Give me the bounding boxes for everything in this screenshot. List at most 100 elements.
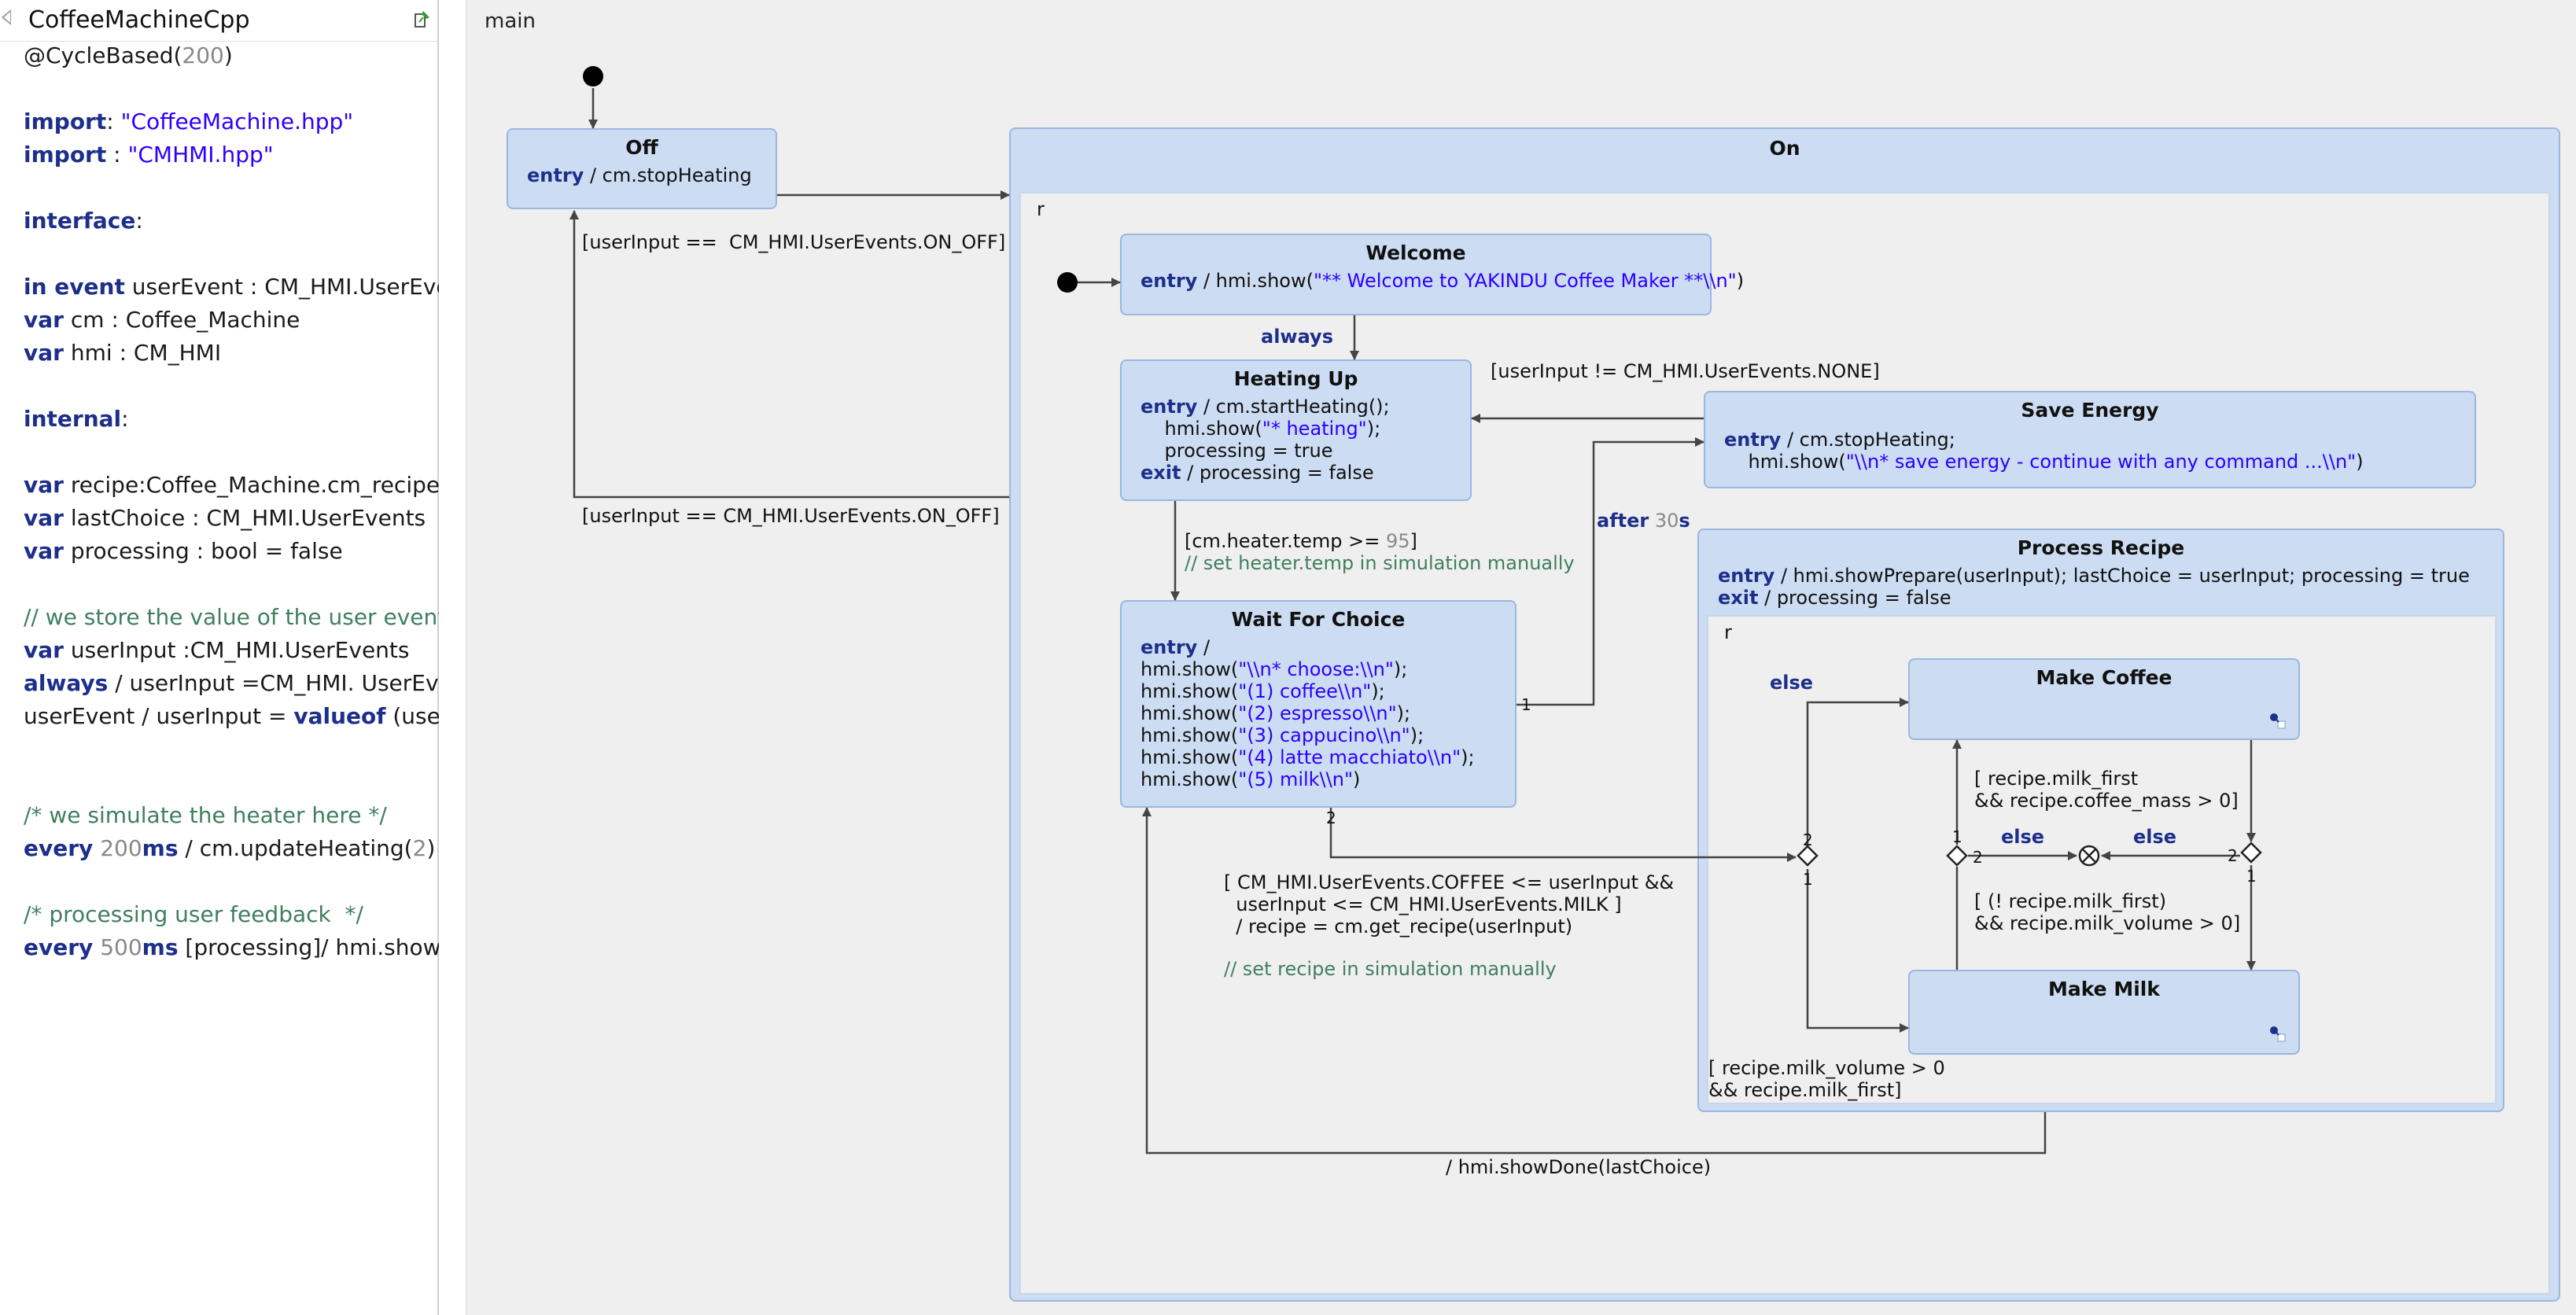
pin-icon[interactable] (414, 8, 433, 30)
state-wait-for-choice[interactable]: Wait For Choice entry /hmi.show("\\n* ch… (1120, 600, 1516, 808)
on-region-label: r (1037, 198, 1045, 220)
action-line: entry / cm.stopHeating; (1724, 429, 1955, 451)
action-line: entry / hmi.showPrepare(userInput); last… (1718, 565, 2470, 587)
definition-code-editor[interactable]: @CycleBased(200) import: "CoffeeMachine.h… (24, 39, 439, 1298)
code-line: @CycleBased(200) (24, 42, 233, 68)
action-line: hmi.show("(1) coffee\\n"); (1141, 680, 1385, 702)
code-line: var recipe:Coffee_Machine.cm_recipe_t (24, 472, 439, 498)
guard-not-milk-first: [ (! recipe.milk_first) && recipe.milk_v… (1974, 890, 2241, 934)
action-line: entry / (1141, 636, 1211, 658)
state-heating-up[interactable]: Heating Up entry / cm.startHeating(); hm… (1120, 359, 1472, 501)
state-welcome[interactable]: Welcome entry / hmi.show("** Welcome to … (1120, 234, 1744, 315)
state-make-coffee[interactable]: Make Coffee (1908, 658, 2300, 740)
code-line: import: "CoffeeMachine.hpp" (24, 109, 354, 134)
code-line: var hmi : CM_HMI (24, 340, 222, 366)
action-line: hmi.show("(3) cappucino\\n"); (1141, 724, 1424, 746)
priority-choice1-coffee: 2 (1803, 831, 1813, 849)
transition-choice-coffee (1806, 698, 1909, 845)
code-line: internal: (24, 406, 129, 432)
process-region-label: r (1724, 621, 1732, 643)
after-unit: s (1679, 510, 1690, 532)
priority-wait-save: 1 (1521, 695, 1531, 714)
priority-choice2-coffee: 1 (1952, 827, 1962, 846)
guard-milk-first: [ recipe.milk_first && recipe.coffee_mas… (1974, 768, 2239, 812)
code-line: always / userInput =CM_HMI. UserEvents (24, 670, 439, 696)
temp-guard-value: 95 (1385, 530, 1410, 552)
action-line: exit / processing = false (1718, 587, 1951, 609)
action-line: exit / processing = false (1141, 462, 1374, 484)
action-line: entry / hmi.show("** Welcome to YAKINDU … (1141, 270, 1745, 292)
choice-node-2 (1946, 845, 1968, 867)
state-welcome-actions: entry / hmi.show("** Welcome to YAKINDU … (1141, 270, 1744, 292)
composite-state-icon (2270, 713, 2286, 729)
temp-guard-close: ] (1410, 530, 1417, 552)
show-done-label: / hmi.showDone(lastChoice) (1446, 1156, 1712, 1178)
code-line: interface: (24, 208, 143, 234)
code-line: var processing : bool = false (24, 538, 343, 564)
composite-state-icon (2270, 1026, 2286, 1042)
priority-choice3-milk: 1 (2246, 867, 2257, 886)
temp-guard-text: [cm.heater.temp >= (1185, 530, 1386, 552)
state-welcome-name: Welcome (1365, 241, 1466, 264)
priority-choice2-exit: 2 (1973, 848, 1983, 867)
action-line: hmi.show("\\n* save energy - continue wi… (1724, 451, 2364, 473)
state-process-recipe-actions: entry / hmi.showPrepare(userInput); last… (1718, 565, 2470, 609)
action-line: hmi.show("(5) milk\\n") (1141, 768, 1361, 790)
state-wait-for-choice-actions: entry /hmi.show("\\n* choose:\\n");hmi.s… (1141, 636, 1475, 790)
guard-on-off-2: [userInput == CM_HMI.UserEvents.ON_OFF] (582, 505, 1000, 527)
priority-choice3-exit: 2 (2228, 846, 2238, 865)
collapse-arrow-icon[interactable] (2, 9, 11, 25)
guard-heater-temp: [cm.heater.temp >= 95] (1185, 530, 1417, 552)
after-30s-label: after 30s (1597, 510, 1690, 532)
state-wait-for-choice-name: Wait For Choice (1231, 608, 1406, 631)
definition-section-header: CoffeeMachineCpp (0, 0, 437, 42)
else-label-2: else (2001, 826, 2045, 848)
action-line: hmi.show("(4) latte macchiato\\n"); (1141, 746, 1475, 768)
recipe-comment: // set recipe in simulation manually (1224, 958, 1557, 980)
state-make-milk-name: Make Milk (2047, 978, 2160, 1000)
state-make-coffee-name: Make Coffee (2036, 666, 2172, 689)
transition-wait-save (1516, 437, 1704, 706)
code-line: every 500ms [processing]/ hmi.show(".") (24, 934, 439, 960)
state-save-energy[interactable]: Save Energy entry / cm.stopHeating; hmi.… (1704, 391, 2476, 488)
else-label-3: else (2133, 826, 2177, 848)
guard-milk-volume: [ recipe.milk_volume > 0 && recipe.milk_… (1708, 1057, 1945, 1101)
state-save-energy-name: Save Energy (2021, 399, 2159, 422)
guard-on-off-1: [userInput == CM_HMI.UserEvents.ON_OFF] (582, 231, 1006, 253)
state-make-milk[interactable]: Make Milk (1908, 970, 2300, 1055)
heater-comment: // set heater.temp in simulation manuall… (1185, 552, 1575, 574)
transition-choice-milk (1806, 869, 1909, 1033)
state-off-name: Off (625, 136, 658, 159)
action-line: hmi.show("\\n* choose:\\n"); (1141, 658, 1408, 680)
code-line: var lastChoice : CM_HMI.UserEvents (24, 505, 426, 531)
state-heating-up-actions: entry / cm.startHeating(); hmi.show("* h… (1141, 396, 1390, 484)
code-line: /* processing user feedback */ (24, 901, 363, 927)
definition-section-pane: CoffeeMachineCpp @CycleBased(200) import:… (0, 0, 439, 1315)
transition-process-wait (1142, 807, 2047, 1155)
transition-on-off (569, 210, 1009, 499)
choice-node-1 (1797, 845, 1819, 867)
transition-wait-choice (1329, 808, 1797, 862)
code-line: var cm : Coffee_Machine (24, 307, 300, 333)
action-line: processing = true (1141, 440, 1333, 462)
main-region-label: main (485, 9, 536, 33)
code-line: every 200ms / cm.updateHeating(2) (24, 835, 436, 861)
after-keyword: after (1597, 510, 1649, 532)
state-off-entry-action: / cm.stopHeating (584, 164, 752, 186)
state-off[interactable]: Off entry / cm.stopHeating (507, 128, 777, 209)
state-off-actions: entry / cm.stopHeating (527, 164, 752, 186)
initial-state-main (583, 66, 603, 87)
priority-choice1-milk: 1 (1803, 870, 1813, 889)
entry-keyword: entry (527, 164, 584, 186)
code-line: /* we simulate the heater here */ (24, 802, 387, 828)
initial-state-on (1057, 272, 1078, 293)
statechart-name[interactable]: CoffeeMachineCpp (28, 6, 250, 34)
state-heating-up-name: Heating Up (1233, 367, 1358, 390)
code-line: // we store the value of the user event (24, 604, 439, 630)
exit-point (2078, 845, 2100, 867)
guard-choice-range: [ CM_HMI.UserEvents.COFFEE <= userInput … (1224, 871, 1675, 937)
state-on-name: On (1769, 137, 1800, 160)
guard-not-none: [userInput != CM_HMI.UserEvents.NONE] (1491, 360, 1880, 382)
action-line: hmi.show("(2) espresso\\n"); (1141, 702, 1411, 724)
